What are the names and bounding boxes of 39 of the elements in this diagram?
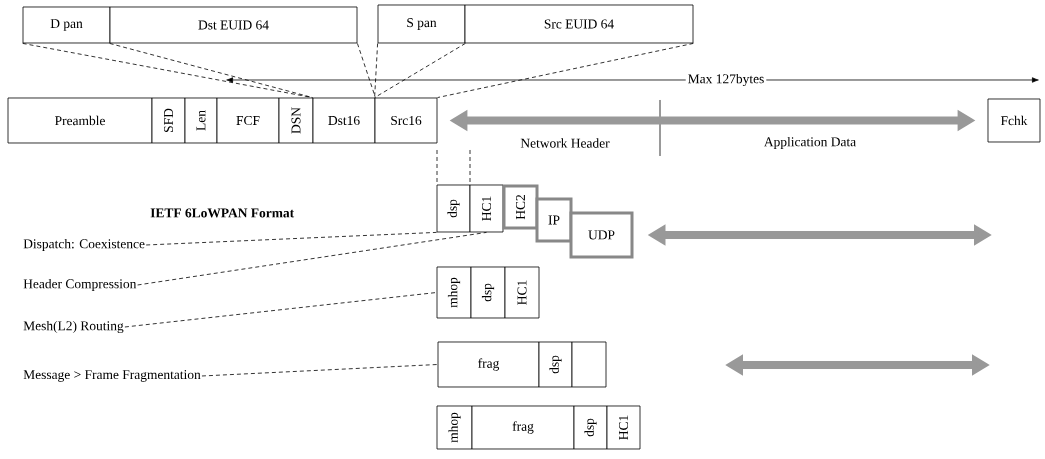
field-cell: S pan — [377, 4, 466, 44]
annotation-text: Message > Frame Fragmentation — [23, 370, 201, 382]
leader-line — [124, 292, 437, 328]
expansion-line — [357, 43, 376, 98]
field-cell: DSN — [278, 97, 314, 144]
field-cell: Src16 — [374, 97, 438, 144]
field-cell: D pan — [22, 6, 111, 44]
leader-line — [201, 364, 438, 377]
field-cell: HC1 — [469, 184, 504, 233]
field-cell: mhop — [436, 266, 472, 319]
field-cell: FCF — [216, 97, 280, 144]
field-cell: SFD — [151, 97, 186, 144]
expansion-line — [437, 43, 694, 98]
format-heading: IETF 6LoWPAN Format — [148, 206, 297, 220]
section-label: Application Data — [761, 134, 859, 152]
field-cell: HC1 — [606, 405, 641, 450]
field-cell: HC1 — [504, 266, 540, 319]
section-label: Network Header — [518, 136, 612, 150]
field-cell: UDP — [569, 211, 634, 259]
annotation-text: Dispatch: Coexistence — [23, 238, 145, 252]
field-cell: IP — [535, 197, 573, 243]
field-cell: dsp — [470, 266, 506, 319]
leader-line — [145, 232, 437, 246]
field-cell: Fchk — [987, 98, 1041, 143]
expansion-line — [22, 43, 313, 98]
expansion-line — [109, 43, 313, 98]
field-cell: dsp — [538, 341, 573, 388]
dimension-label: Max 127bytes — [685, 71, 767, 89]
annotation-text: Mesh(L2) Routing — [23, 320, 124, 334]
field-cell: Len — [184, 97, 218, 144]
field-cell: Dst16 — [312, 97, 376, 144]
field-cell: mhop — [436, 405, 473, 450]
empty-cell — [571, 341, 607, 388]
expansion-line — [374, 43, 378, 98]
field-cell: dsp — [573, 405, 608, 450]
annotation-text: Header Compression — [23, 278, 137, 292]
field-cell: HC2 — [502, 184, 539, 230]
leader-line — [137, 232, 487, 286]
field-cell: dsp — [436, 184, 471, 233]
